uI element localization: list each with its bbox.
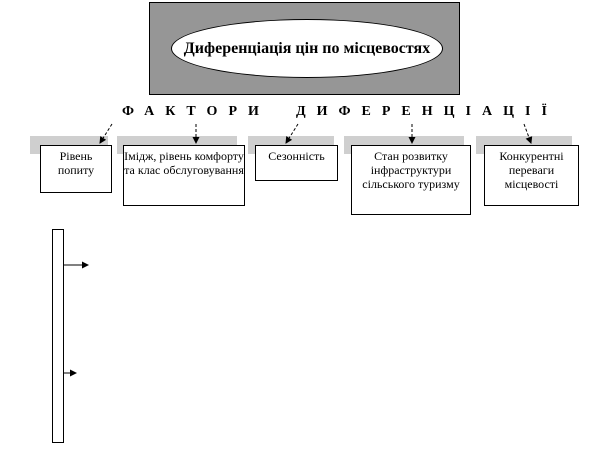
connector-3 (285, 123, 299, 144)
title-ellipse: Диференціація цін по місцевостях (171, 19, 443, 78)
factor-box-competitive: Конкурентні переваги місцевості (484, 145, 579, 206)
factor-box-seasonality: Сезонність (255, 145, 338, 181)
factor-label: Рівень попиту (57, 149, 95, 177)
factor-label: Конкурентні переваги місцевості (499, 149, 564, 191)
connector-1 (99, 123, 113, 144)
factor-box-demand: Рівень попиту (40, 145, 112, 193)
diagram-title: Диференціація цін по місцевостях (183, 39, 431, 57)
factors-heading-word-2: ДИФЕРЕНЦІАЦІЇ (296, 104, 558, 119)
connector-5 (523, 123, 533, 144)
factor-box-image-comfort: Імідж, рівень комфорту та клас обслугову… (123, 145, 245, 206)
factor-label: Імідж, рівень комфорту та клас обслугову… (124, 149, 244, 177)
vertical-bar (52, 229, 64, 443)
factor-box-infrastructure: Стан розвитку інфраструктури сільського … (351, 145, 471, 215)
factor-label: Сезонність (268, 149, 325, 163)
factor-label: Стан розвитку інфраструктури сільського … (362, 149, 460, 191)
factors-heading-word-1: ФАКТОРИ (122, 104, 270, 119)
